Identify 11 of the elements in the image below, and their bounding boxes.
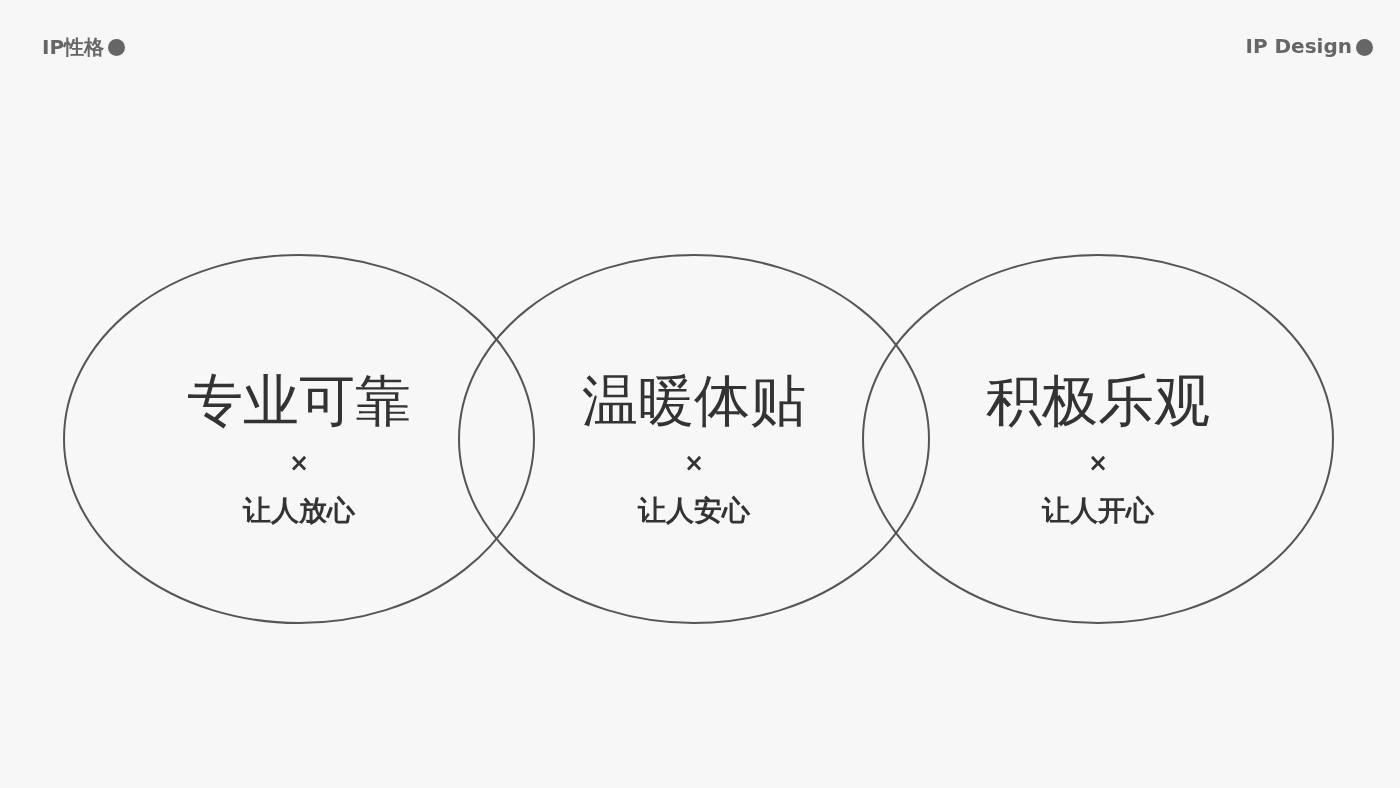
- multiply-sign: ×: [1086, 449, 1110, 477]
- subtitle-text: 让人安心: [636, 493, 751, 529]
- subtitle-text: 让人放心: [241, 493, 356, 529]
- heading-text: 专业可靠: [186, 367, 412, 435]
- subtitle-text: 让人开心: [1040, 493, 1155, 529]
- multiply-sign: ×: [287, 449, 311, 477]
- heading-text: 温暖体贴: [581, 367, 807, 435]
- heading-text: 积极乐观: [985, 367, 1211, 435]
- multiply-sign: ×: [682, 449, 706, 477]
- header-label: IP性格: [42, 34, 105, 61]
- header-label: IP Design: [1245, 34, 1352, 58]
